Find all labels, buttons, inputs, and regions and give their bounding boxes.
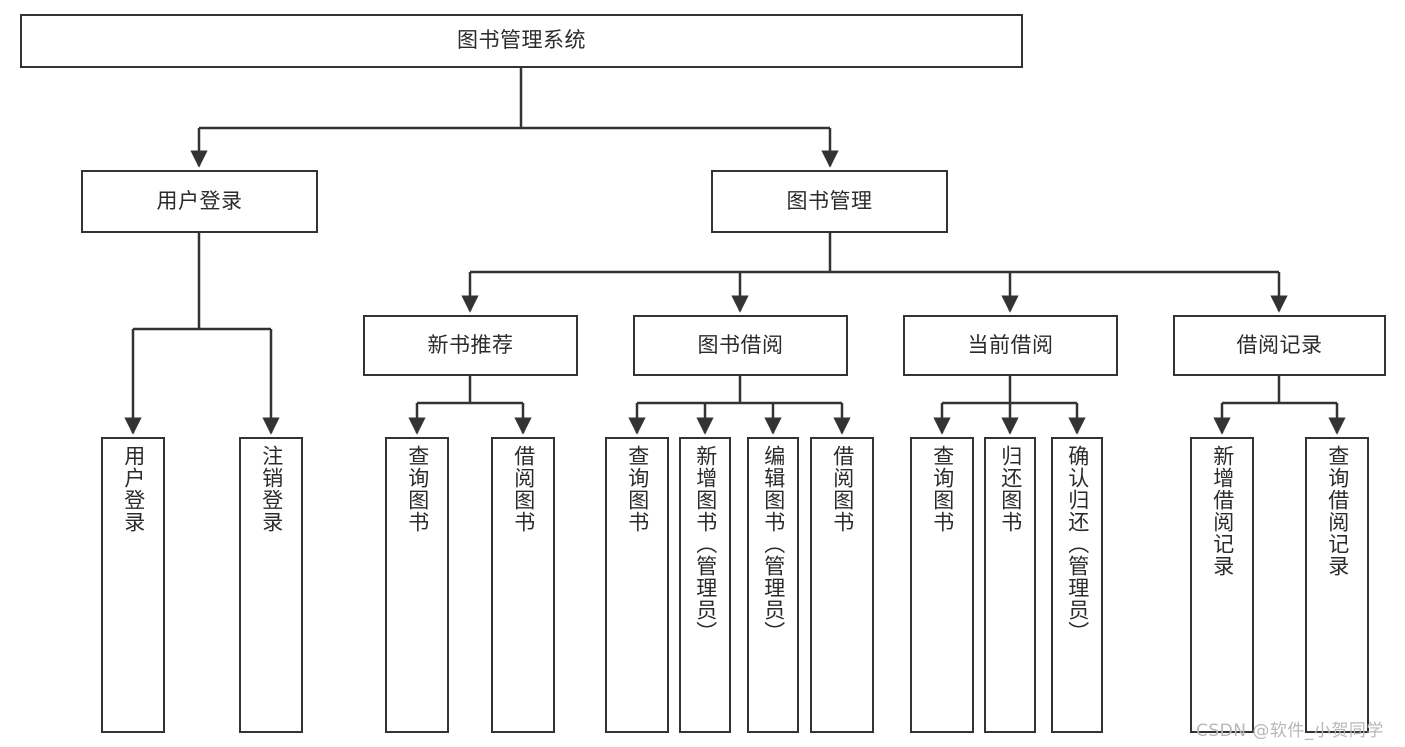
node-leaf-borrow-book-1[interactable]: 借阅图书 xyxy=(491,437,555,733)
node-book-borrow[interactable]: 图书借阅 xyxy=(633,315,848,376)
node-book-borrow-label: 图书借阅 xyxy=(697,332,784,357)
node-leaf-add-book-label: 新增图书（管理员） xyxy=(693,445,718,643)
node-leaf-query-book-2-label: 查询图书 xyxy=(625,445,650,533)
node-leaf-query-book-3-label: 查询图书 xyxy=(930,445,955,533)
node-leaf-return-book-label: 归还图书 xyxy=(998,445,1023,533)
node-leaf-return-book[interactable]: 归还图书 xyxy=(984,437,1036,733)
node-borrow-record-label: 借阅记录 xyxy=(1236,332,1323,357)
node-leaf-logout-login[interactable]: 注销登录 xyxy=(239,437,303,733)
node-root[interactable]: 图书管理系统 xyxy=(20,14,1023,68)
node-leaf-edit-book-label: 编辑图书（管理员） xyxy=(761,445,786,643)
node-root-label: 图书管理系统 xyxy=(457,28,586,53)
node-leaf-confirm-return[interactable]: 确认归还（管理员） xyxy=(1051,437,1103,733)
node-current-borrow-label: 当前借阅 xyxy=(967,332,1054,357)
node-new-book-recommend[interactable]: 新书推荐 xyxy=(363,315,578,376)
node-leaf-edit-book[interactable]: 编辑图书（管理员） xyxy=(747,437,799,733)
node-leaf-query-record-label: 查询借阅记录 xyxy=(1325,445,1350,577)
node-book-management[interactable]: 图书管理 xyxy=(711,170,948,233)
node-leaf-add-record-label: 新增借阅记录 xyxy=(1210,445,1235,577)
node-user-login[interactable]: 用户登录 xyxy=(81,170,318,233)
node-user-login-label: 用户登录 xyxy=(156,188,243,213)
node-book-management-label: 图书管理 xyxy=(786,188,873,213)
node-leaf-borrow-book-2-label: 借阅图书 xyxy=(830,445,855,533)
node-borrow-record[interactable]: 借阅记录 xyxy=(1173,315,1386,376)
node-leaf-query-record[interactable]: 查询借阅记录 xyxy=(1305,437,1369,733)
node-leaf-user-login-label: 用户登录 xyxy=(121,445,146,533)
node-leaf-borrow-book-2[interactable]: 借阅图书 xyxy=(810,437,874,733)
node-leaf-borrow-book-1-label: 借阅图书 xyxy=(511,445,536,533)
node-leaf-query-book-3[interactable]: 查询图书 xyxy=(910,437,974,733)
node-leaf-user-login[interactable]: 用户登录 xyxy=(101,437,165,733)
watermark-text: CSDN @软件_小贺同学 xyxy=(1196,721,1384,741)
node-leaf-query-book-1-label: 查询图书 xyxy=(405,445,430,533)
node-leaf-confirm-return-label: 确认归还（管理员） xyxy=(1065,445,1090,643)
node-leaf-query-book-1[interactable]: 查询图书 xyxy=(385,437,449,733)
node-leaf-query-book-2[interactable]: 查询图书 xyxy=(605,437,669,733)
node-leaf-add-book[interactable]: 新增图书（管理员） xyxy=(679,437,731,733)
node-leaf-add-record[interactable]: 新增借阅记录 xyxy=(1190,437,1254,733)
node-new-book-recommend-label: 新书推荐 xyxy=(427,332,514,357)
node-current-borrow[interactable]: 当前借阅 xyxy=(903,315,1118,376)
node-leaf-logout-login-label: 注销登录 xyxy=(259,445,284,533)
